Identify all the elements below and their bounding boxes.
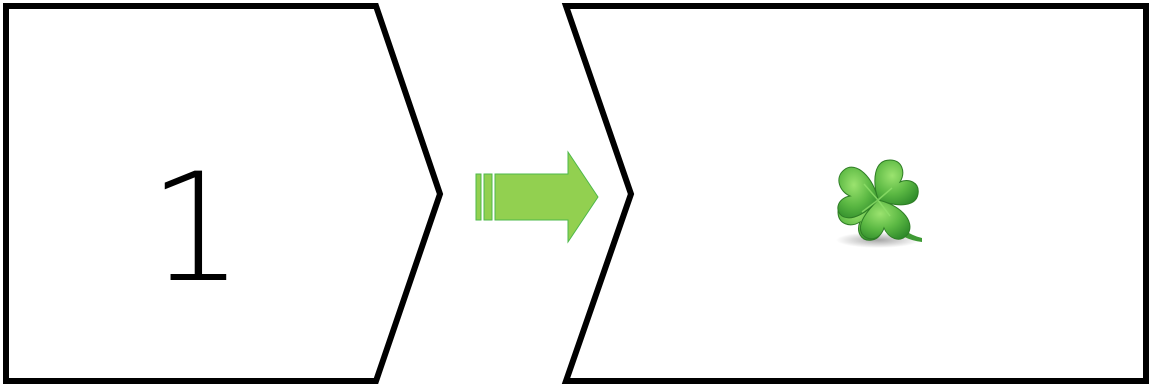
step-one: 1 — [6, 6, 440, 381]
step-number: 1 — [148, 142, 243, 316]
step-result — [566, 6, 1146, 381]
arrow-tail-stripe-2 — [484, 174, 492, 220]
arrow-icon — [495, 152, 598, 242]
arrow-connector — [476, 152, 598, 242]
arrow-tail-stripe-1 — [476, 174, 481, 220]
